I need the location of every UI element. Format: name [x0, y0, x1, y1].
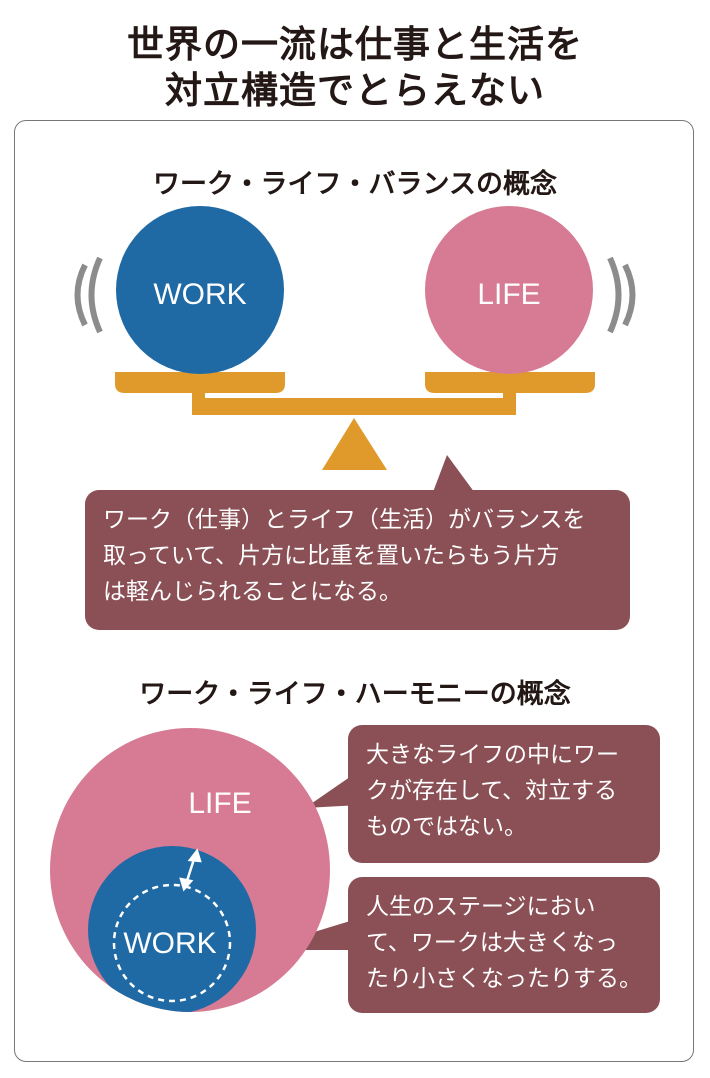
life-ball [425, 206, 593, 374]
note-line: クが存在して、対立する [366, 778, 618, 804]
note-line: 大きなライフの中にワー [366, 742, 619, 768]
note-line: 取っていて、片方に比重を置いたらもう片方 [103, 543, 560, 569]
balance-heading: ワーク・ライフ・バランスの概念 [153, 169, 557, 200]
balance-note-bubble: ワーク（仕事）とライフ（生活）がバランスを 取っていて、片方に比重を置いたらもう… [85, 490, 630, 630]
resize-arrow-icon [179, 848, 202, 892]
bubble-tail [305, 770, 360, 808]
work-circle-inner [88, 846, 256, 1012]
work-size-dashed-circle [112, 883, 232, 1003]
note-line: て、ワークは大きくなっ [366, 930, 618, 956]
harmony-note-bubble-2: 人生のステージにおい て、ワークは大きくなっ たり小さくなったりする。 [348, 877, 660, 1013]
note-line: たり小さくなったりする。 [366, 966, 642, 992]
work-circle-label: WORK [123, 927, 216, 960]
content-frame [14, 120, 694, 1062]
scale-pan-right [425, 372, 595, 393]
title-line-1: 世界の一流は仕事と生活を [127, 23, 583, 66]
title-line-2: 対立構造でとらえない [165, 69, 545, 112]
scale-fulcrum [322, 418, 387, 470]
harmony-note-bubble-1: 大きなライフの中にワー クが存在して、対立する ものではない。 [348, 725, 660, 863]
note-line: ワーク（仕事）とライフ（生活）がバランスを [103, 507, 586, 533]
scale-pan-left [115, 372, 285, 393]
vibration-right-icon [607, 256, 636, 334]
work-ball [116, 206, 284, 374]
note-line: 人生のステージにおい [366, 894, 596, 920]
harmony-heading: ワーク・ライフ・ハーモニーの概念 [139, 679, 571, 710]
note-line: は軽んじられることになる。 [103, 579, 402, 605]
note-line: ものではない。 [366, 814, 527, 840]
bubble-tail [430, 455, 480, 500]
work-ball-label: WORK [153, 278, 246, 311]
scale-beam [192, 397, 516, 415]
life-ball-label: LIFE [477, 278, 540, 311]
vibration-left-icon [74, 256, 103, 334]
life-circle-label: LIFE [188, 787, 251, 820]
